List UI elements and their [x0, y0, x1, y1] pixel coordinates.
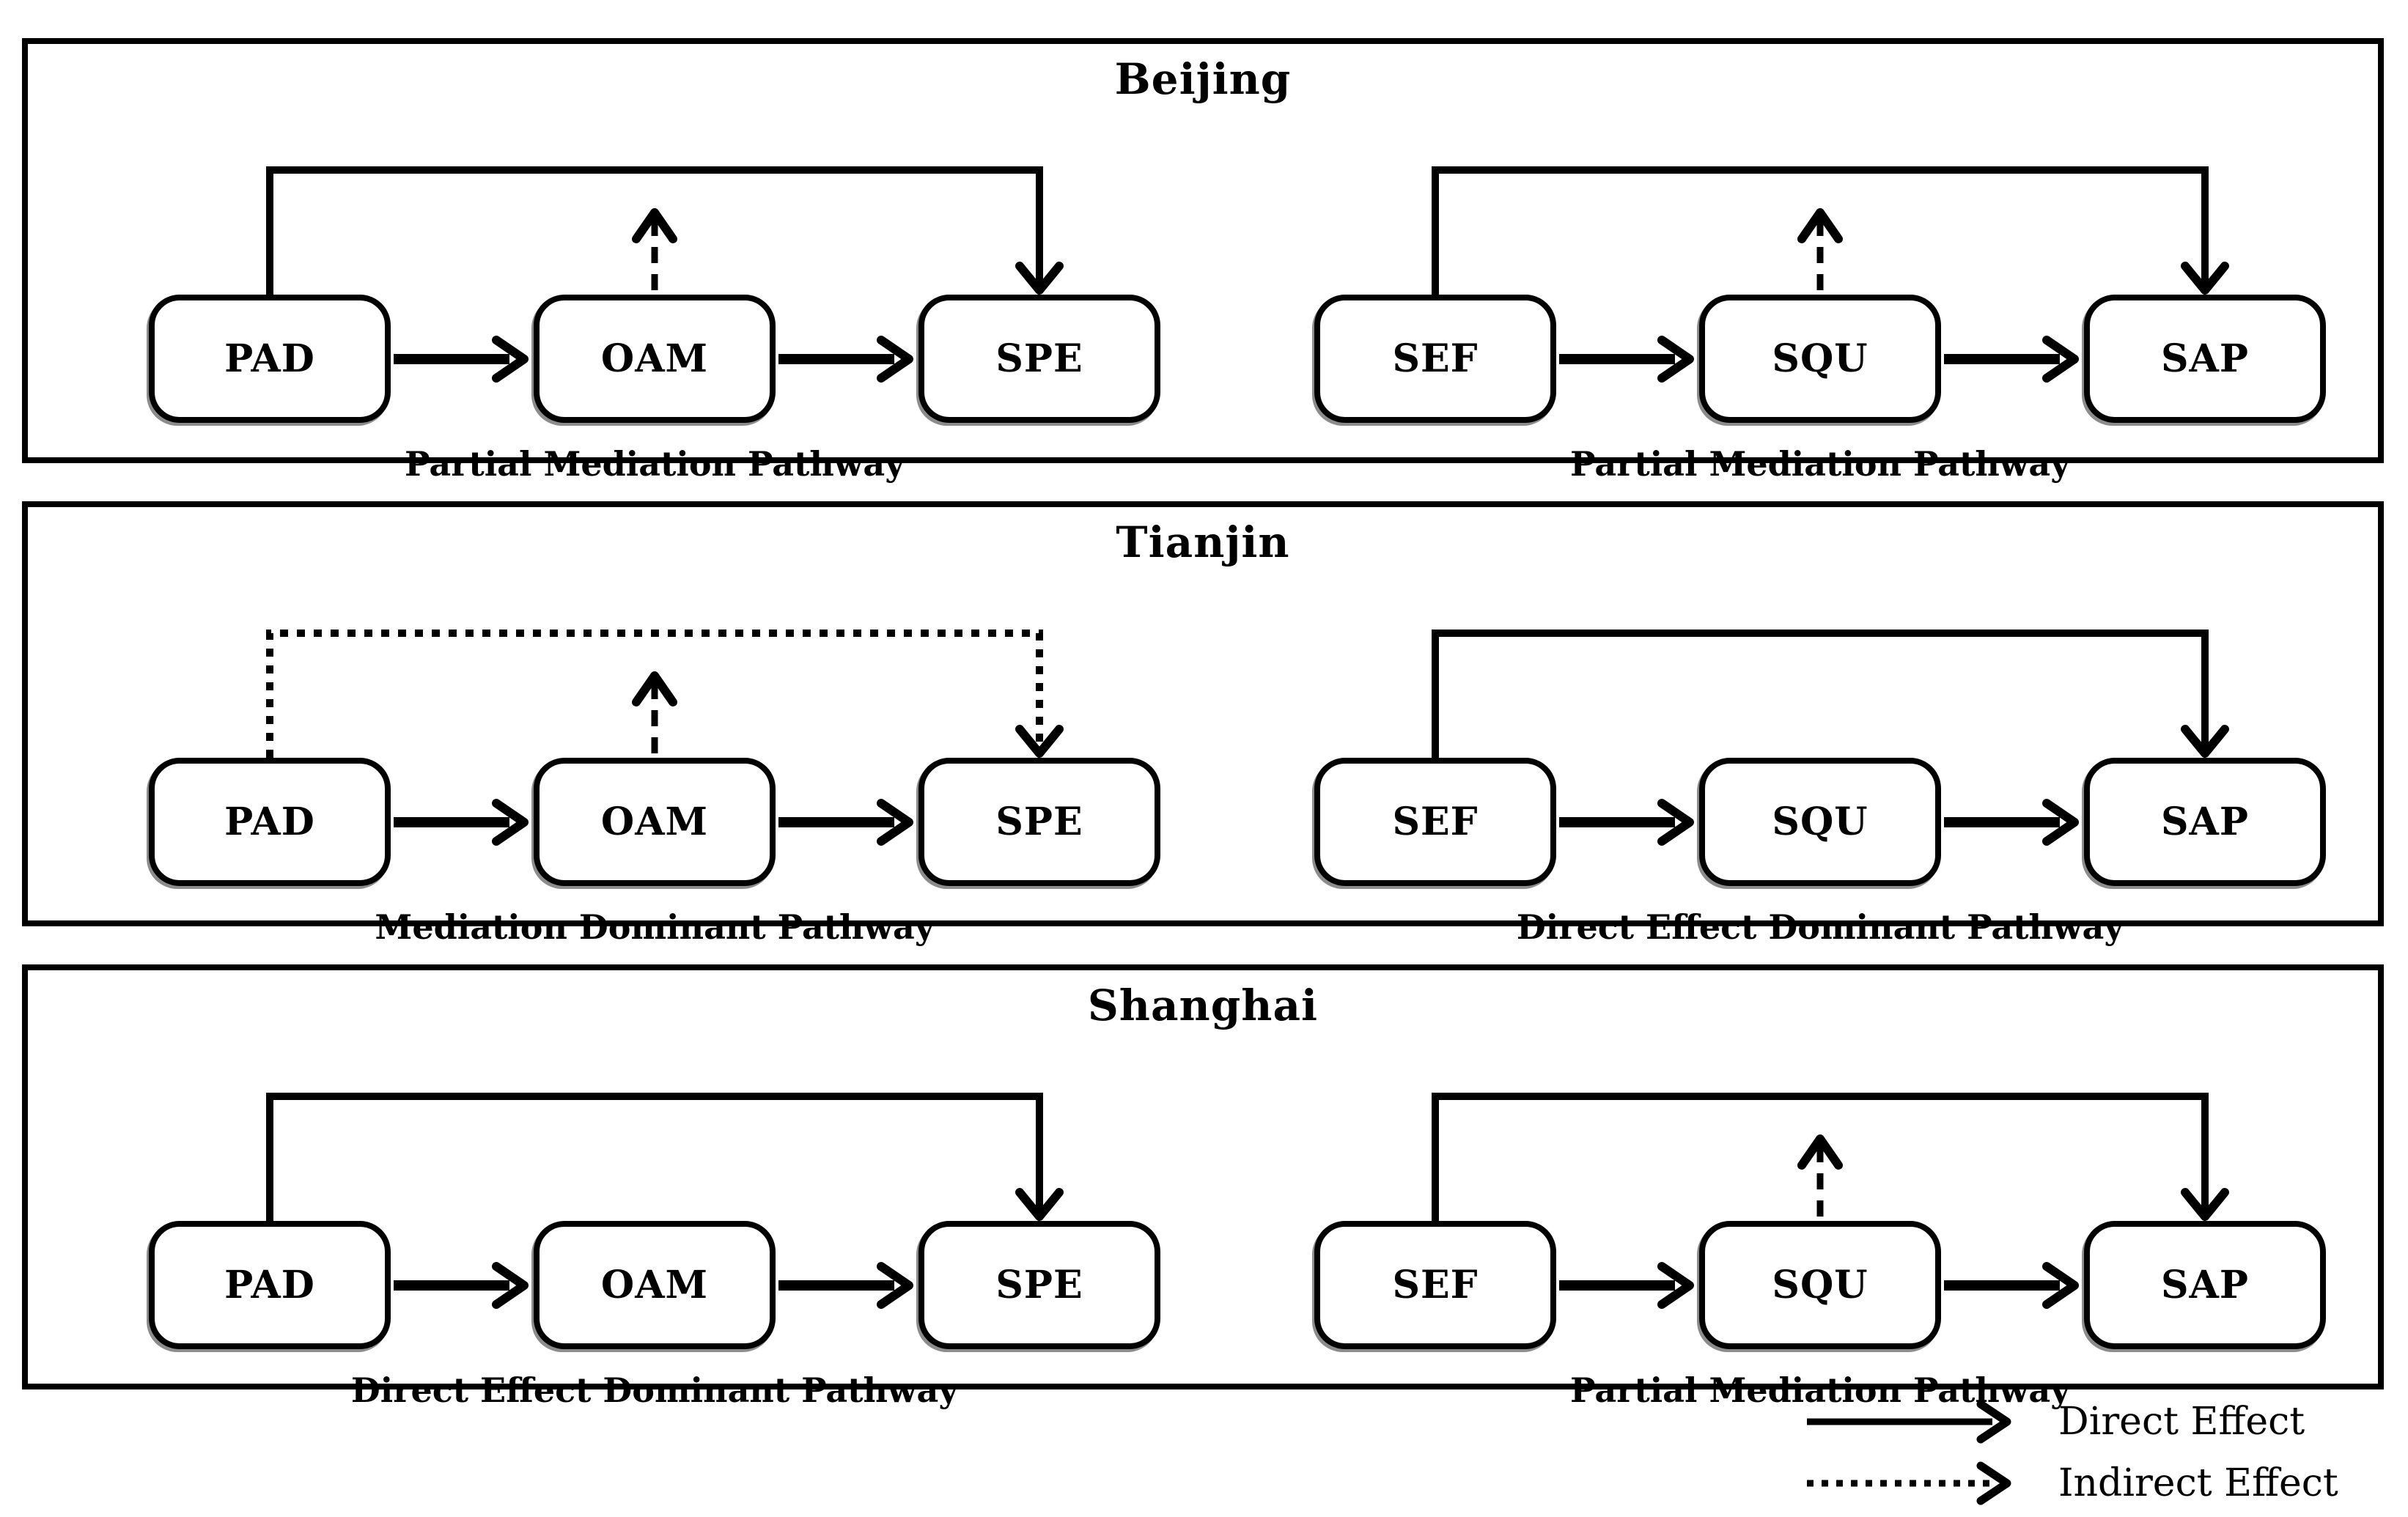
arrowhead-right-icon — [1657, 336, 1694, 383]
direct-top-path — [266, 166, 1064, 295]
arrowhead-right-icon — [2042, 336, 2079, 383]
indirect-mediation-arrow — [632, 671, 677, 753]
direct-arrow-1 — [1559, 336, 1694, 383]
mediation-diagram: PAD OAM SPE Mediation Dominant Pathway — [105, 507, 1204, 947]
direct-arrow-2 — [1944, 799, 2079, 846]
node-box: PAD — [149, 295, 391, 423]
direct-top-path — [1432, 166, 2229, 295]
arrowhead-up-icon — [1797, 208, 1843, 243]
node-box: OAM — [534, 295, 776, 423]
arrowhead-down-icon — [2181, 262, 2229, 295]
arrowhead-right-icon — [492, 799, 529, 846]
pathway-label: Direct Effect Dominant Pathway — [350, 1370, 959, 1410]
node-box: SPE — [918, 295, 1160, 423]
arrowhead-down-icon — [1015, 725, 1064, 758]
legend-label: Indirect Effect — [2058, 1461, 2338, 1505]
arrowhead-down-icon — [1015, 1188, 1064, 1221]
legend-row-direct: Direct Effect — [1796, 1391, 2390, 1453]
mediation-diagram: PAD OAM SPE Partial Mediation Pathway — [105, 44, 1204, 484]
direct-arrow-2 — [778, 1262, 913, 1309]
direct-arrow-1 — [1559, 799, 1694, 846]
city-panel: Shanghai PAD — [22, 964, 2384, 1410]
arrowhead-right-icon — [2042, 1262, 2079, 1309]
node-box: OAM — [534, 758, 776, 886]
node-box: SQU — [1699, 295, 1941, 423]
direct-arrow-2 — [778, 799, 913, 846]
arrowhead-right-icon — [1657, 1262, 1694, 1309]
arrowhead-down-icon — [2181, 725, 2229, 758]
direct-arrow-1 — [1559, 1262, 1694, 1309]
arrowhead-up-icon — [1797, 1134, 1843, 1170]
arrowhead-up-icon — [632, 671, 677, 706]
arrowhead-right-icon — [877, 799, 913, 846]
arrowhead-right-icon — [2042, 799, 2079, 846]
indirect-top-path — [266, 630, 1064, 758]
arrow-layer — [266, 1093, 1064, 1309]
pathway-label: Partial Mediation Pathway — [405, 444, 905, 484]
arrow-layer — [266, 630, 1064, 846]
pathway-label: Direct Effect Dominant Pathway — [1516, 907, 2124, 947]
arrowhead-down-icon — [1015, 262, 1064, 295]
node-box: SAP — [2084, 295, 2326, 423]
arrowhead-down-icon — [2181, 1188, 2229, 1221]
node-box: SPE — [918, 1221, 1160, 1349]
legend-label: Direct Effect — [2058, 1400, 2305, 1444]
direct-top-path — [1432, 1093, 2229, 1221]
direct-arrow-2 — [1944, 1262, 2079, 1309]
node-box: SAP — [2084, 1221, 2326, 1349]
pathway-label: Partial Mediation Pathway — [1570, 444, 2070, 484]
indirect-mediation-arrow — [632, 208, 677, 290]
node-box: SQU — [1699, 1221, 1941, 1349]
direct-arrow-2 — [778, 336, 913, 383]
indirect-mediation-arrow — [1797, 208, 1843, 290]
arrowhead-right-icon — [877, 336, 913, 383]
legend-row-indirect: Indirect Effect — [1796, 1453, 2390, 1514]
mediation-diagram: PAD OAM SPE Direct Effect Dominant Pathw… — [105, 970, 1204, 1410]
node-box: SQU — [1699, 758, 1941, 886]
direct-top-path — [1432, 630, 2229, 758]
node-box: SPE — [918, 758, 1160, 886]
direct-arrow-2 — [1944, 336, 2079, 383]
node-box: SEF — [1314, 758, 1556, 886]
node-box: SEF — [1314, 295, 1556, 423]
node-box: SAP — [2084, 758, 2326, 886]
mediation-diagram: SEF SQU SAP Direct Effect Dominant Pathw… — [1270, 507, 2370, 947]
pathway-label: Mediation Dominant Pathway — [375, 907, 935, 947]
panel-title: Beijing — [1114, 54, 1292, 104]
panel-title: Tianjin — [1116, 517, 1290, 567]
arrowhead-right-icon — [492, 1262, 529, 1309]
direct-effect-arrow-icon — [1807, 1400, 2011, 1444]
arrowhead-right-icon — [877, 1262, 913, 1309]
city-panel: Tianjin PAD — [22, 501, 2384, 947]
node-box: PAD — [149, 758, 391, 886]
direct-arrow-1 — [394, 336, 529, 383]
direct-arrow-1 — [394, 799, 529, 846]
mediation-diagram: SEF SQU SAP Partial Mediation Pathway — [1270, 44, 2370, 484]
node-box: OAM — [534, 1221, 776, 1349]
direct-arrow-1 — [394, 1262, 529, 1309]
direct-top-path — [266, 1093, 1064, 1221]
indirect-effect-arrow-icon — [1807, 1461, 2011, 1505]
legend: Direct Effect Indirect Effect — [1796, 1391, 2390, 1514]
arrowhead-right-icon — [1657, 799, 1694, 846]
arrowhead-up-icon — [632, 208, 677, 243]
arrow-layer — [1432, 1093, 2229, 1309]
node-box: SEF — [1314, 1221, 1556, 1349]
arrow-layer — [266, 166, 1064, 383]
arrowhead-right-icon — [492, 336, 529, 383]
indirect-mediation-arrow — [1797, 1134, 1843, 1217]
node-box: PAD — [149, 1221, 391, 1349]
city-panel: Beijing PAD — [22, 38, 2384, 484]
panel-title: Shanghai — [1087, 981, 1319, 1030]
arrow-layer — [1432, 630, 2229, 846]
mediation-diagram: SEF SQU SAP Partial Mediation Pathway — [1270, 970, 2370, 1410]
arrow-layer — [1432, 166, 2229, 383]
